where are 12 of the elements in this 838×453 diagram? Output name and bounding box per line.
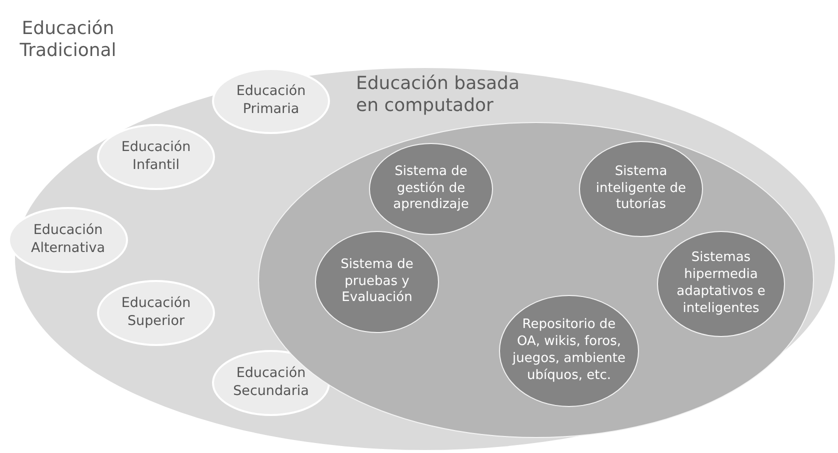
topic-label: Educación Superior	[120, 295, 192, 331]
topic-label: Educación Alternativa	[30, 222, 106, 258]
topic-label: Sistema de gestión de aprendizaje	[392, 164, 470, 214]
topic-label: Educación Secundaria	[232, 365, 310, 401]
topic-label: Sistemas hipermedia adaptativos e inteligentes	[676, 250, 766, 318]
topic-label: Educación Infantil	[120, 139, 192, 175]
region-heading: Educación Tradicional	[18, 18, 118, 62]
topic-label: Sistema de pruebas y Evaluación	[340, 256, 414, 308]
topic-label: Sistema inteligente de tutorías	[594, 164, 688, 214]
topic-label: Educación Primaria	[235, 83, 307, 119]
topic-label: Repositorio de OA, wikis, foros, juegos, ambiente ubíquos, etc.	[511, 317, 626, 385]
region-heading: Educación basada en computador	[356, 73, 520, 116]
